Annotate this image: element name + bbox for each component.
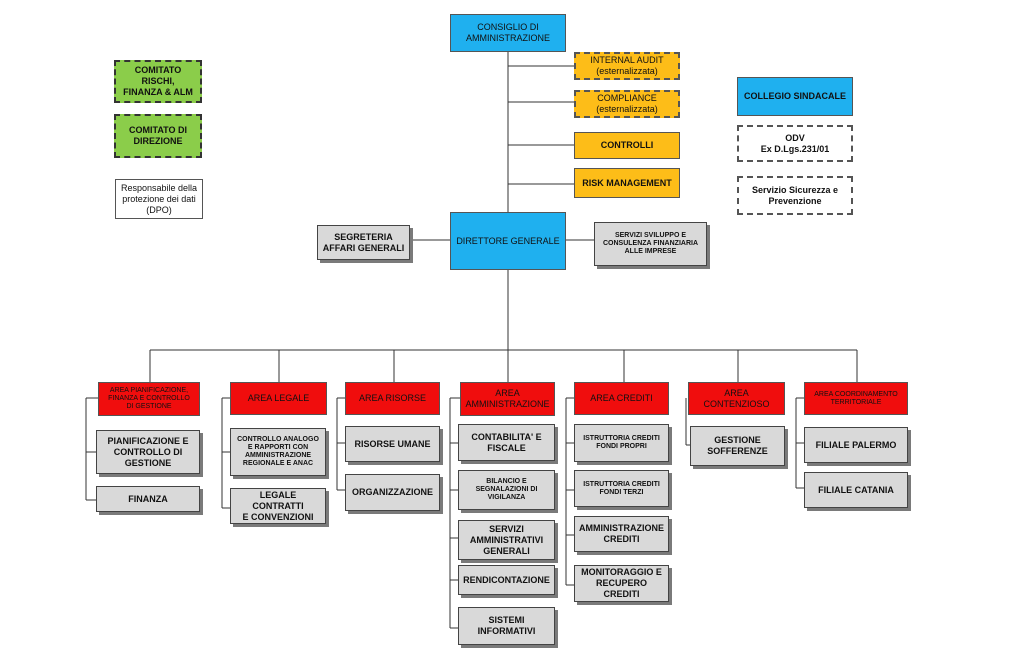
dpo-box: Responsabile della protezione dei dati (… xyxy=(115,179,203,219)
development-services-box: SERVIZI SVILUPPO E CONSULENZA FINANZIARI… xyxy=(594,222,707,266)
odv-box: ODV Ex D.Lgs.231/01 xyxy=(737,125,853,162)
area-pianificazione: AREA PIANIFICAZIONE, FINANZA E CONTROLLO… xyxy=(98,382,200,416)
management-committee-box: COMITATO DI DIREZIONE xyxy=(114,114,202,158)
unit-servizi-amministrativi: SERVIZI AMMINISTRATIVI GENERALI xyxy=(458,520,555,560)
controlli-box: CONTROLLI xyxy=(574,132,680,159)
board-box: CONSIGLIO DI AMMINISTRAZIONE xyxy=(450,14,566,52)
unit-contabilita: CONTABILITA' E FISCALE xyxy=(458,424,555,461)
area-legale: AREA LEGALE xyxy=(230,382,327,415)
area-coordinamento: AREA COORDINAMENTO TERRITORIALE xyxy=(804,382,908,415)
unit-controllo-analogo: CONTROLLO ANALOGO E RAPPORTI CON AMMINIS… xyxy=(230,428,326,476)
unit-istruttoria-fondi-propri: ISTRUTTORIA CREDITI FONDI PROPRI xyxy=(574,424,669,462)
unit-sistemi-informativi: SISTEMI INFORMATIVI xyxy=(458,607,555,645)
statutory-board-box: COLLEGIO SINDACALE xyxy=(737,77,853,116)
unit-pianificazione-controllo: PIANIFICAZIONE E CONTROLLO DI GESTIONE xyxy=(96,430,200,474)
unit-bilancio: BILANCIO E SEGNALAZIONI DI VIGILANZA xyxy=(458,470,555,510)
secretariat-box: SEGRETERIA AFFARI GENERALI xyxy=(317,225,410,260)
area-risorse: AREA RISORSE xyxy=(345,382,440,415)
unit-monitoraggio-recupero: MONITORAGGIO E RECUPERO CREDITI xyxy=(574,565,669,602)
unit-filiale-palermo: FILIALE PALERMO xyxy=(804,427,908,463)
unit-organizzazione: ORGANIZZAZIONE xyxy=(345,474,440,511)
internal-audit-box: INTERNAL AUDIT (esternalizzata) xyxy=(574,52,680,80)
unit-filiale-catania: FILIALE CATANIA xyxy=(804,472,908,508)
unit-finanza: FINANZA xyxy=(96,486,200,512)
area-amministrazione: AREA AMMINISTRAZIONE xyxy=(460,382,555,416)
safety-service-box: Servizio Sicurezza e Prevenzione xyxy=(737,176,853,215)
risk-committee-box: COMITATO RISCHI, FINANZA & ALM xyxy=(114,60,202,103)
unit-amministrazione-crediti: AMMINISTRAZIONE CREDITI xyxy=(574,516,669,552)
risk-management-box: RISK MANAGEMENT xyxy=(574,168,680,198)
unit-rendicontazione: RENDICONTAZIONE xyxy=(458,565,555,595)
unit-legale-contratti: LEGALE CONTRATTI E CONVENZIONI xyxy=(230,488,326,524)
unit-istruttoria-fondi-terzi: ISTRUTTORIA CREDITI FONDI TERZI xyxy=(574,470,669,507)
unit-gestione-sofferenze: GESTIONE SOFFERENZE xyxy=(690,426,785,466)
compliance-box: COMPLIANCE (esternalizzata) xyxy=(574,90,680,118)
area-crediti: AREA CREDITI xyxy=(574,382,669,415)
unit-risorse-umane: RISORSE UMANE xyxy=(345,426,440,462)
area-contenzioso: AREA CONTENZIOSO xyxy=(688,382,785,415)
director-box: DIRETTORE GENERALE xyxy=(450,212,566,270)
